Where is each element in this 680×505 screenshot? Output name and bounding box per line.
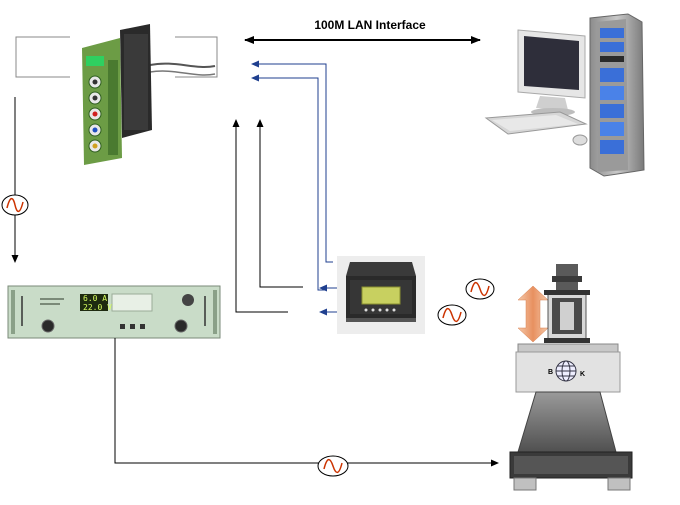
shaker: B K: [509, 264, 633, 491]
amp-logo-icon: [182, 294, 194, 306]
sine-wave-icon: [437, 304, 467, 326]
amplifier-voltage-readout: 22.0 V: [83, 303, 112, 312]
sine-wave-icon: [465, 278, 495, 300]
vibration-direction-arrow: [517, 285, 549, 343]
amplifier-to-shaker: [114, 338, 499, 467]
amplifier-current-readout: 6.0 A: [83, 294, 108, 303]
shaker-letter-left: B: [548, 369, 553, 376]
controller-module: [15, 24, 218, 165]
power-amplifier: [7, 285, 221, 339]
return-lines: [232, 119, 303, 313]
amp-knob-right[interactable]: [174, 319, 188, 333]
amp-knob-left[interactable]: [41, 319, 55, 333]
sine-wave-icon: [317, 455, 349, 477]
amplifier-display: 6.0 A 22.0 V: [83, 294, 112, 312]
sine-wave-icon: [1, 194, 29, 216]
signal-conditioner: [337, 256, 425, 334]
shaker-letter-right: K: [580, 371, 585, 378]
computer: [484, 13, 645, 177]
lan-interface-label: 100M LAN Interface: [314, 18, 426, 32]
